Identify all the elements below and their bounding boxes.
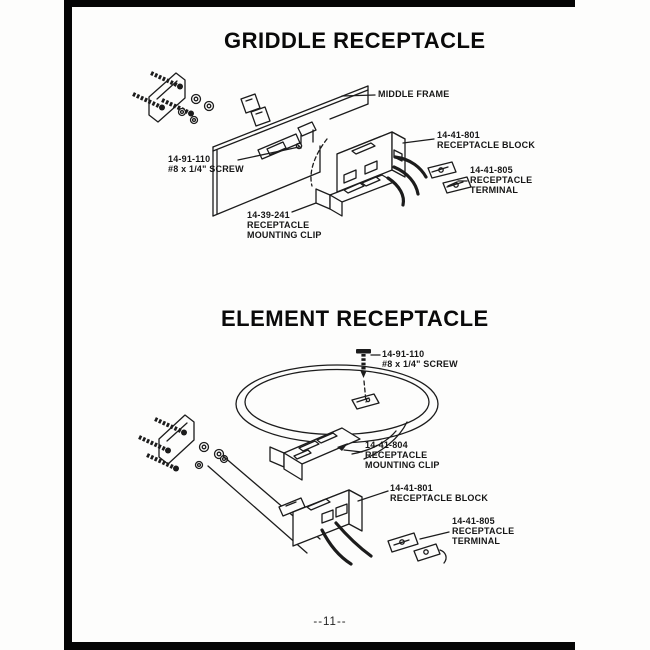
page-border-top bbox=[64, 0, 575, 7]
label-griddle-receptacle-block: 14-41-801 RECEPTACLE BLOCK bbox=[437, 130, 536, 150]
element-section-title: ELEMENT RECEPTACLE bbox=[221, 306, 489, 331]
element-receptacle-terminals bbox=[387, 532, 447, 564]
label-middle-frame: MIDDLE FRAME bbox=[378, 89, 450, 99]
placement-arc bbox=[310, 138, 328, 187]
element-mounting-clip bbox=[269, 427, 361, 481]
element-screw bbox=[356, 349, 371, 403]
page-border-left bbox=[64, 0, 72, 650]
element-leader-lines bbox=[343, 354, 450, 540]
label-element-receptacle-block: 14-41-801 RECEPTACLE BLOCK bbox=[390, 483, 489, 503]
label-element-screw: 14-91-110 #8 x 1/4" SCREW bbox=[382, 349, 458, 369]
element-bracket-and-screws bbox=[138, 414, 321, 554]
element-receptacle-block bbox=[278, 489, 363, 547]
griddle-diagram bbox=[132, 71, 472, 217]
griddle-bracket-and-screws bbox=[132, 71, 271, 127]
griddle-leader-lines bbox=[237, 94, 468, 213]
label-griddle-mounting-clip: 14-39-241 RECEPTACLE MOUNTING CLIP bbox=[247, 210, 322, 240]
element-diagram bbox=[138, 349, 450, 566]
page-border-bottom bbox=[64, 642, 575, 650]
middle-frame-panel bbox=[212, 85, 369, 217]
label-element-receptacle-terminal: 14-41-805 RECEPTACLE TERMINAL bbox=[452, 516, 515, 546]
griddle-wires bbox=[386, 155, 428, 207]
griddle-receptacle-block bbox=[336, 131, 406, 193]
griddle-receptacle-terminals bbox=[427, 161, 472, 194]
element-wires bbox=[320, 521, 373, 566]
griddle-section-title: GRIDDLE RECEPTACLE bbox=[224, 28, 486, 53]
label-griddle-receptacle-terminal: 14-41-805 RECEPTACLE TERMINAL bbox=[470, 165, 533, 195]
label-element-mounting-clip: 14-41-804 RECEPTACLE MOUNTING CLIP bbox=[365, 440, 440, 470]
label-griddle-screw: 14-91-110 #8 x 1/4" SCREW bbox=[168, 154, 244, 174]
page-number: --11-- bbox=[313, 616, 347, 628]
